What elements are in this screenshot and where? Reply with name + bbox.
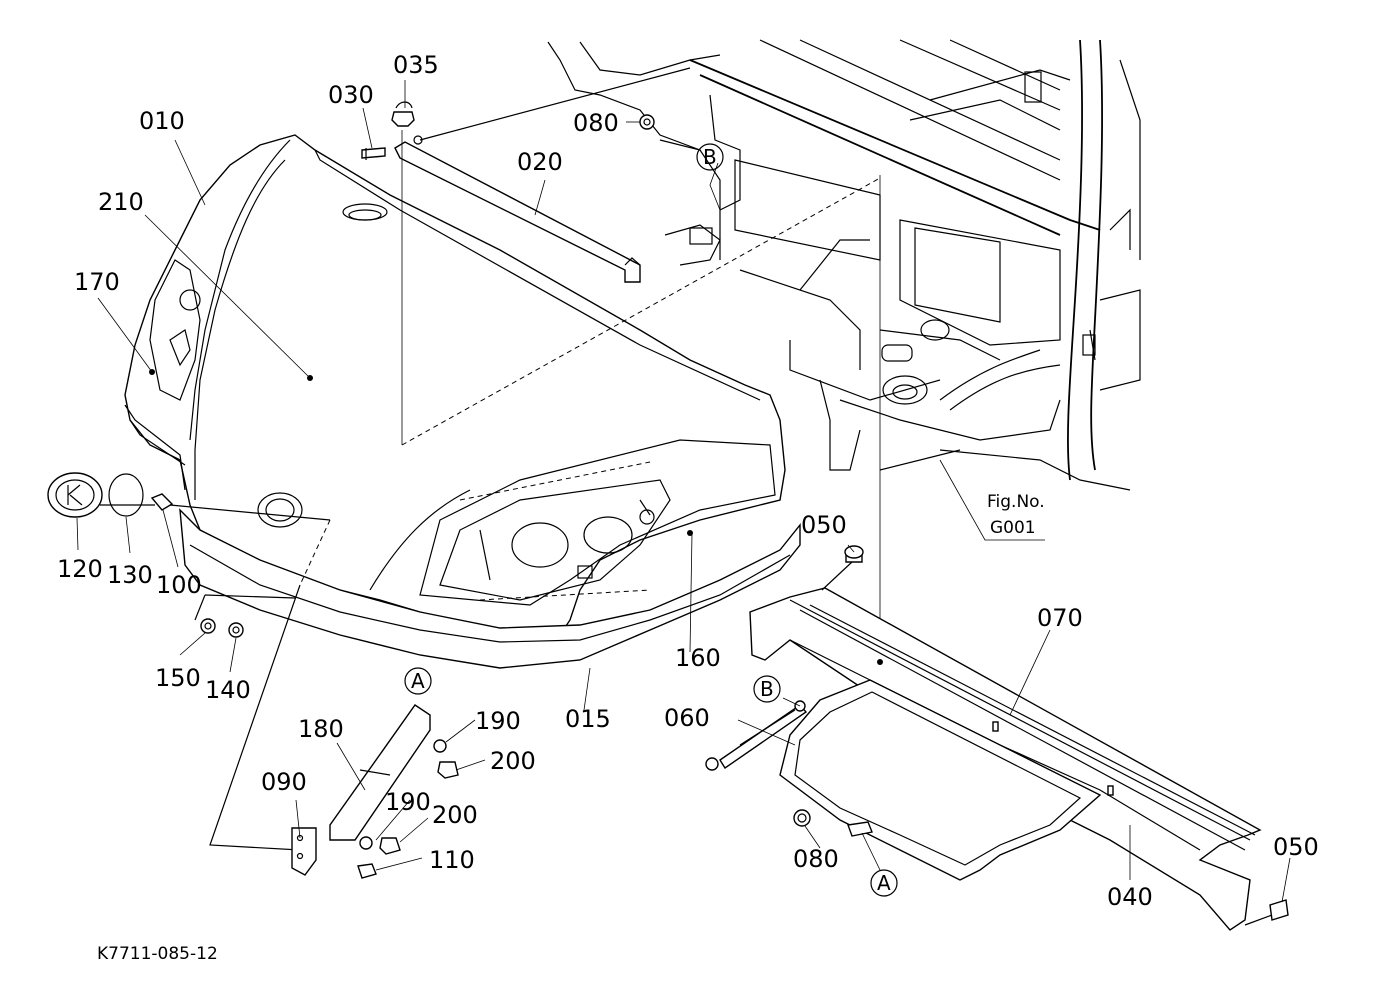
callout-070: 070: [1037, 604, 1083, 632]
callout-050-top: 050: [801, 511, 847, 539]
callout-160: 160: [675, 644, 721, 672]
callout-030: 030: [328, 81, 374, 109]
callout-050-bottom: 050: [1273, 833, 1319, 861]
ref-marker-a-bottom: A: [870, 869, 898, 897]
ref-marker-b-top: B: [696, 143, 724, 171]
diagram-code: K7711-085-12: [97, 944, 218, 964]
fig-ref-line1: Fig.No.: [987, 492, 1045, 512]
ref-b-top-label: B: [703, 145, 717, 169]
callout-190-bottom: 190: [385, 788, 431, 816]
gas-strut: [639, 114, 873, 837]
callout-170: 170: [74, 268, 120, 296]
fig-ref-line2: G001: [990, 518, 1036, 538]
callout-210: 210: [98, 188, 144, 216]
bolt-and-nut: [361, 101, 415, 160]
callout-leaders: [76, 80, 1291, 903]
callout-140: 140: [205, 676, 251, 704]
ref-a-bottom-label: A: [877, 871, 891, 895]
emblem-parts: [47, 472, 244, 638]
callout-150: 150: [155, 664, 201, 692]
leader-lines: [169, 67, 881, 851]
callout-040: 040: [1107, 883, 1153, 911]
callout-190-top: 190: [475, 707, 521, 735]
callout-080-top: 080: [573, 109, 619, 137]
callout-200-top: 200: [490, 747, 536, 775]
callout-020: 020: [517, 148, 563, 176]
callout-110: 110: [429, 846, 475, 874]
callout-100: 100: [156, 571, 202, 599]
callout-010: 010: [139, 107, 185, 135]
ref-marker-a-top: A: [404, 667, 432, 695]
ref-a-top-label: A: [411, 669, 425, 693]
ref-marker-b-bottom: B: [753, 675, 781, 703]
callout-035: 035: [393, 51, 439, 79]
callout-090: 090: [261, 768, 307, 796]
ref-b-bottom-label: B: [760, 677, 774, 701]
callout-130: 130: [107, 561, 153, 589]
vehicle-frame: [547, 39, 1141, 491]
hood-stay-and-hinge: [291, 704, 459, 879]
bonnet-assembly: [124, 134, 801, 669]
callout-060: 060: [664, 704, 710, 732]
callout-120: 120: [57, 555, 103, 583]
callout-200-bottom: 200: [432, 801, 478, 829]
callout-180: 180: [298, 715, 344, 743]
callout-015: 015: [565, 705, 611, 733]
callout-080-bottom: 080: [793, 845, 839, 873]
